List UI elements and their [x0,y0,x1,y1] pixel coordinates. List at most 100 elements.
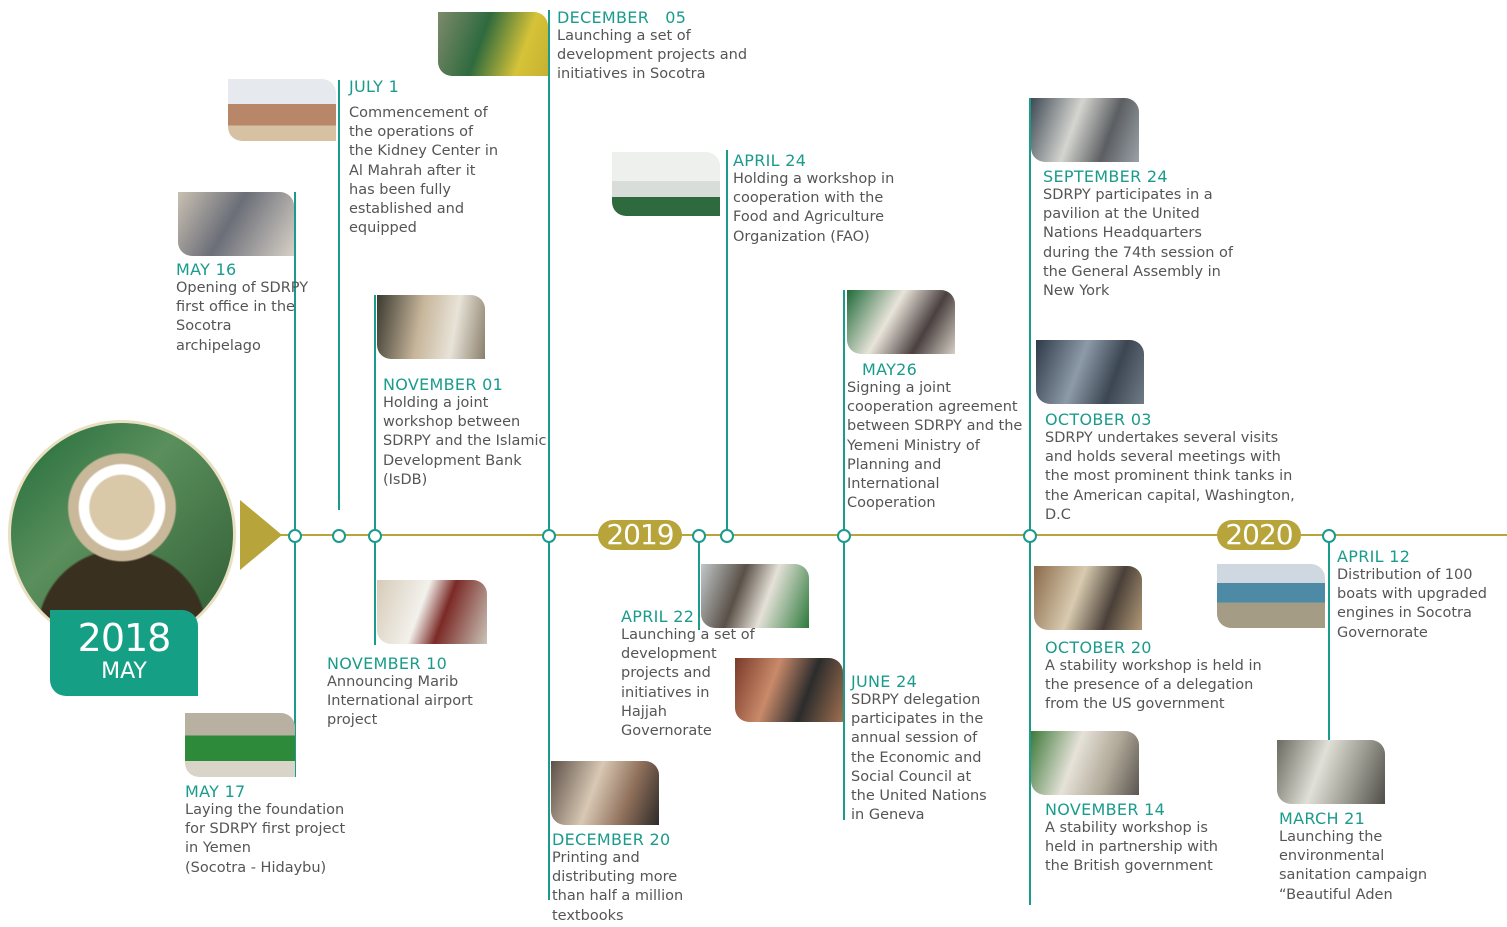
desc-line: A stability workshop is [1045,820,1208,836]
timeline-node [368,529,382,543]
desc-line: initiatives in [621,684,710,701]
desc-line: the operations of [349,124,474,141]
desc-line: SDRPY delegation [851,692,981,708]
timeline-node [1023,529,1037,543]
event-description: Signing a joint cooperation agreement be… [847,379,1037,513]
desc-line: Planning and [847,456,942,473]
connector-line [294,535,296,777]
event-date: APRIL 24 [733,151,807,170]
timeline-node [837,529,851,543]
desc-line: Laying the foundation [185,802,345,818]
connector-line [1328,535,1330,745]
event-photo [1217,564,1325,628]
event-date: OCTOBER 20 [1045,638,1152,657]
desc-line: Cooperation [847,495,936,512]
event-photo [1034,566,1142,630]
desc-line: the most prominent think tanks in [1045,468,1293,485]
event-photo [1277,740,1385,804]
desc-line: the British government [1045,858,1213,875]
desc-line: the presence of a delegation [1045,677,1254,694]
event-apr22: APRIL 22 Launching a set of development … [621,607,781,741]
event-photo [735,658,843,722]
event-jun24: JUNE 24 SDRPY delegation participates in… [851,672,1026,825]
connector-line [1029,98,1031,535]
event-description: Distribution of 100 boats with upgraded … [1337,566,1507,643]
desc-line: boats with upgraded [1337,586,1487,603]
desc-line: in Yemen [185,840,251,857]
event-date: JULY 1 [349,77,400,96]
event-date: NOVEMBER 10 [327,654,448,673]
event-jul1: JULY 1 Commencement of the operations of… [349,77,529,238]
desc-line: Al Mahrah after it [349,162,476,179]
connector-line [1029,535,1031,905]
event-description: SDRPY delegation participates in the ann… [851,691,1026,825]
event-description: Laying the foundation for SDRPY first pr… [185,801,385,878]
event-photo [377,295,485,359]
event-description: Opening of SDRPY first office in the Soc… [176,279,336,356]
desc-line: Opening of SDRPY [176,280,309,296]
desc-line: Nations Headquarters [1043,225,1202,242]
desc-line: sanitation campaign [1279,867,1428,884]
connector-line [548,535,550,900]
desc-line: workshop between [383,414,521,431]
timeline-node [288,529,302,543]
year-marker-2020: 2020 [1217,520,1301,550]
desc-line: pavilion at the United [1043,206,1200,223]
connector-line [374,295,376,535]
desc-line: (Socotra - Hidaybu) [185,859,327,876]
desc-line: has been fully [349,181,452,198]
desc-line: cooperation agreement [847,399,1018,416]
desc-line: International airport [327,693,473,710]
desc-line: Printing and [552,850,640,866]
event-photo [701,564,809,628]
desc-line: Launching the [1279,829,1383,845]
event-nov14: NOVEMBER 14 A stability workshop is held… [1045,800,1265,877]
event-nov10: NOVEMBER 10 Announcing Marib Internation… [327,654,527,731]
event-photo [185,713,295,777]
event-description: SDRPY undertakes several visits and hold… [1045,429,1310,525]
desc-line: Launching a set of [621,627,755,643]
desc-line: Organization (FAO) [733,228,870,245]
event-description: SDRPY participates in a pavilion at the … [1043,186,1263,301]
event-description: A stability workshop is held in partners… [1045,819,1265,877]
desc-line: from the US government [1045,696,1225,713]
event-date: MAY 16 [176,260,237,279]
event-description: Commencement of the operations of the Ki… [349,104,529,238]
desc-line: Commencement of [349,105,488,121]
timeline-node [720,529,734,543]
event-date: DECEMBER 20 [552,830,671,849]
event-date: MAY26 [862,360,918,379]
desc-line: engines in Socotra [1337,605,1472,622]
desc-line: Development Bank [383,452,522,469]
event-date: MAY 17 [185,782,246,801]
timeline-node [1322,529,1336,543]
desc-line: Yemeni Ministry of [847,437,980,454]
desc-line: Hajjah [621,703,667,720]
event-photo [1031,731,1139,795]
event-description: Printing and distributing more than half… [552,849,732,926]
event-date: DECEMBER 05 [557,8,687,27]
event-description: Launching the environmental sanitation c… [1279,828,1479,905]
event-date: APRIL 12 [1337,547,1411,566]
event-apr24: APRIL 24 Holding a workshop in cooperati… [733,151,933,247]
event-description: Launching a set of development projects … [621,626,781,741]
desc-line: project [327,712,378,729]
event-date: SEPTEMBER 24 [1043,167,1168,186]
desc-line: “Beautiful Aden [1279,886,1393,903]
event-date: NOVEMBER 14 [1045,800,1166,819]
timeline-start-arrow [240,500,282,570]
connector-line [338,80,340,510]
connector-line [548,10,550,535]
desc-line: Distribution of 100 [1337,567,1473,583]
event-description: Launching a set of development projects … [557,27,777,85]
desc-line: Governorate [1337,624,1428,641]
desc-line: SDRPY undertakes several visits [1045,430,1279,446]
desc-line: the American capital, Washington, [1045,487,1295,504]
desc-line: and holds several meetings with [1045,449,1281,466]
desc-line: environmental [1279,848,1385,865]
event-dec05: DECEMBER 05 Launching a set of developme… [557,8,777,85]
desc-line: the Economic and [851,749,982,766]
desc-line: textbooks [552,907,624,924]
event-dec20: DECEMBER 20 Printing and distributing mo… [552,830,732,926]
event-description: Announcing Marib International airport p… [327,673,527,731]
